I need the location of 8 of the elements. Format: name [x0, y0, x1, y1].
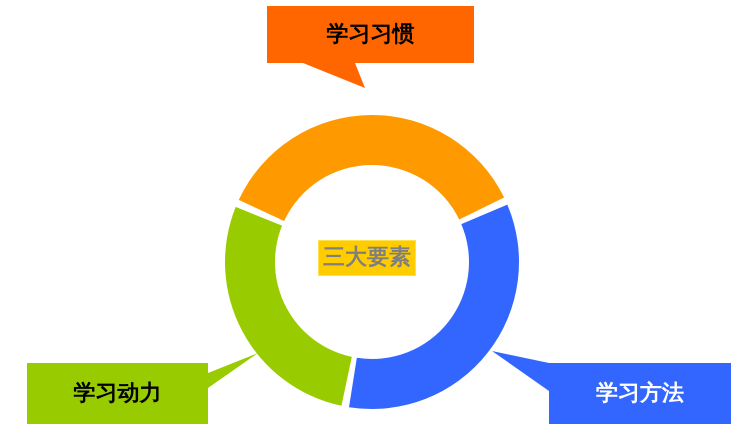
center-label: 三大要素: [318, 240, 416, 276]
callout-text: 学习动力: [74, 382, 162, 404]
speech-callout: [267, 6, 474, 88]
callout-text: 学习方法: [596, 382, 684, 404]
speech-callout: [27, 353, 258, 424]
ring-segment: [238, 115, 504, 221]
speech-callout: [492, 351, 731, 424]
callout-text: 学习习惯: [326, 24, 414, 46]
